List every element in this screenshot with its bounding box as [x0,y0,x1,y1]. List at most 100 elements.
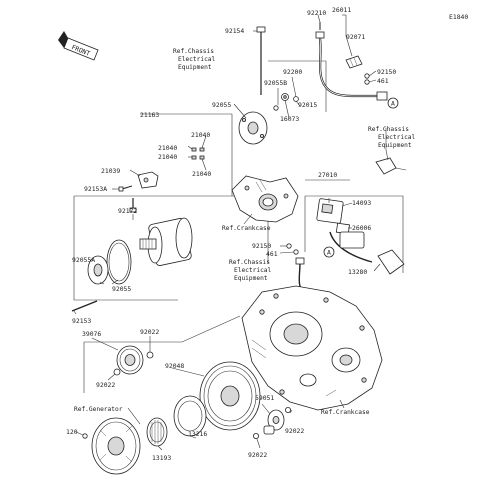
starter-front-cover [87,255,109,285]
washer-92022-a [146,351,154,359]
bolt-92172 [129,198,137,213]
ref-chassis-top-line1: Ref.Chassis [173,48,214,55]
callout-21039: 21039 [101,167,120,175]
leader-lines [73,14,387,451]
callout-92055: 92055 [212,101,231,109]
ref-chassis-top-line3: Equipment [178,64,212,71]
callout-461-mid: 461 [266,250,278,258]
bolt-92154 [256,26,266,95]
callout-39076: 39076 [82,330,101,338]
ref-chassis-right-line1: Ref.Chassis [368,126,409,133]
generator-rotor [91,417,141,475]
starter-cable-26011 [315,31,388,101]
bolt-92150-top [364,73,370,79]
washer-92022-d [252,432,259,439]
callout-92172: 92172 [118,207,137,215]
ref-chassis-mid-line2: Electrical [234,267,272,274]
washer-92022-c [284,406,291,413]
needle-bearing-13193 [146,417,168,447]
relay-wiring [329,231,373,263]
callout-92150-top: 92150 [377,68,396,76]
long-bolt-92153 [71,300,98,312]
bolt-92153a [118,185,133,192]
callout-92048: 92048 [165,362,184,370]
callout-92210: 92210 [307,9,326,17]
ref-chassis-top-line2: Electrical [178,56,216,63]
ref-chassis-right-line3: Equipment [378,142,412,149]
marker-a-top-label: A [391,100,395,108]
callout-13216: 13216 [188,430,207,438]
crankcase-starter-mount [231,175,299,223]
reference-notes: Ref.Chassis Electrical Equipment Ref.Cha… [74,48,416,416]
callout-14093: 14093 [352,199,371,207]
washer-461-mid [293,249,299,255]
ref-chassis-mid-line1: Ref.Chassis [229,259,270,266]
callout-labels: 92154 92210 26011 92071 92150 461 92200 … [66,6,396,462]
callout-92022-c: 92022 [285,427,304,435]
callout-92022-d: 92022 [248,451,267,459]
callout-92055-lower: 92055 [112,285,131,293]
callout-92022-a: 92022 [140,328,159,336]
crankcase-lower [241,285,383,411]
front-label: FRONT [70,43,91,58]
idle-gear-59051 [263,409,285,435]
o-ring-92055 [106,239,132,285]
starter-clutch-gear-92048 [199,361,261,431]
callout-92153a: 92153A [84,185,107,193]
callout-92022-b: 92022 [96,381,115,389]
callout-92015: 92015 [298,101,317,109]
starter-idle-gear-39076 [116,345,144,375]
front-arrow-head-icon [58,31,68,48]
callout-92150-mid: 92150 [252,242,271,250]
o-ring-92055b [273,105,279,111]
callout-21040-a: 21040 [191,131,210,139]
callout-21040-d: 21040 [192,170,211,178]
washer-461-top [364,79,370,85]
callout-461-top: 461 [377,77,389,85]
callout-92154: 92154 [225,27,244,35]
relay-group-frame [304,179,404,273]
callout-26006: 26006 [352,224,371,232]
ref-crankcase-bottom: Ref.Crankcase [321,409,370,416]
front-direction-badge: FRONT [58,31,99,61]
ground-terminal [295,257,305,265]
callout-16073: 16073 [280,115,299,123]
ref-generator: Ref.Generator [74,406,123,413]
cable-boot-92071 [345,55,363,69]
starter-clutch-frame [83,315,241,393]
ref-crankcase-top: Ref.Crankcase [222,225,271,232]
bolt-92150-mid [286,243,292,249]
marker-a-bottom [323,246,335,258]
callout-13193: 13193 [152,454,171,462]
ref-chassis-mid-line3: Equipment [234,275,268,282]
front-arrow-icon [63,37,99,61]
callout-21163: 21163 [140,111,159,119]
callout-13280: 13280 [348,268,367,276]
relay-bracket [375,149,407,175]
callout-92071: 92071 [346,33,365,41]
relay-cover-13280 [377,249,405,275]
brushes-21040 [191,147,205,160]
marker-a-top [387,97,399,109]
brush-holder-21039 [137,171,159,189]
callout-92055a: 92055A [72,256,95,264]
callout-21040-c: 21040 [158,153,177,161]
callout-92200: 92200 [283,68,302,76]
starter-motor [139,217,193,266]
bolt-120 [82,433,88,439]
diagram-code: E1840 [449,13,468,21]
ref-chassis-right-line2: Electrical [378,134,416,141]
callout-92153: 92153 [72,317,91,325]
starter-rear-bracket [238,111,268,145]
marker-a-bottom-label: A [327,249,331,257]
callout-59051: 59051 [255,394,274,402]
callout-27010: 27010 [318,171,337,179]
callout-120: 120 [66,428,78,436]
callout-92055b: 92055B [264,79,287,87]
callout-26011: 26011 [332,6,351,14]
callout-21040-b: 21040 [158,144,177,152]
starter-relay-27010 [316,198,344,224]
washer-92022-b [113,368,121,376]
